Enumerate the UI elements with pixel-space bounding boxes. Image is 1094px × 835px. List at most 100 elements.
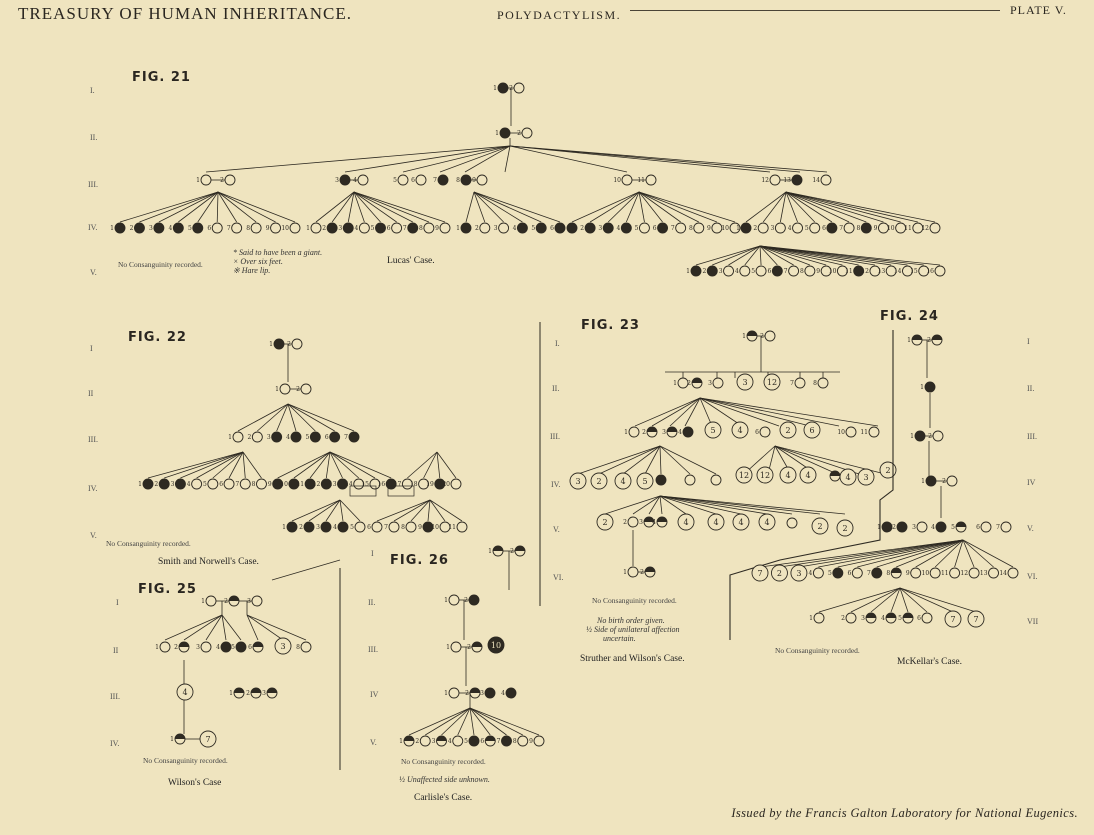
pedigree-line (429, 499, 446, 522)
unaffected-person-symbol: 1 (155, 641, 171, 653)
svg-text:2: 2 (467, 644, 471, 651)
affected-person-symbol: 1 (736, 222, 752, 234)
pedigree-line (212, 451, 244, 479)
svg-text:2: 2 (596, 477, 601, 486)
svg-text:1: 1 (444, 690, 448, 697)
pedigree-line (408, 707, 471, 736)
pedigree-line (469, 707, 475, 736)
svg-text:4: 4 (187, 481, 191, 488)
pedigree-line (774, 445, 838, 475)
unaffected-person-symbol: 14 (999, 567, 1019, 579)
svg-text:5: 5 (635, 225, 639, 232)
affected-person-symbol: 2 (702, 265, 718, 277)
unaffected-person-symbol: 7 (384, 521, 400, 533)
svg-text:8: 8 (246, 225, 250, 232)
affected-person-symbol: 5 (306, 431, 321, 443)
svg-text:6: 6 (550, 225, 554, 232)
pedigree-line (425, 707, 471, 736)
svg-text:12: 12 (313, 481, 321, 488)
fig24-gen-2: II. (1027, 384, 1035, 393)
pedigree-line (695, 245, 761, 266)
half-affected-person-symbol: 6 (480, 735, 496, 747)
affected-person-symbol: 5 (231, 641, 247, 653)
affected-person-symbol: 3 (267, 431, 283, 443)
unaffected-person-symbol: 4 (187, 478, 203, 490)
unaffected-person-symbol: 7 (671, 222, 687, 234)
svg-text:3: 3 (598, 225, 602, 232)
pedigree-line (759, 245, 843, 266)
svg-text:17: 17 (394, 481, 402, 488)
svg-text:1: 1 (201, 598, 205, 605)
fig21-label: FIG. 21 (132, 70, 191, 85)
affected-person-symbol: 5 (464, 735, 480, 747)
pedigree-line (962, 539, 994, 568)
fig23-note-birth-order: No birth order given. (597, 616, 665, 625)
grouped-sibship-symbol: 5 (636, 472, 654, 490)
svg-text:9: 9 (906, 570, 910, 577)
pedigree-line (638, 191, 736, 223)
unaffected-person-symbol: 3 (494, 222, 510, 234)
svg-text:8: 8 (689, 225, 693, 232)
affected-person-symbol: 1 (493, 82, 509, 94)
pedigree-line (638, 191, 663, 223)
pedigree-line (638, 191, 718, 223)
unaffected-person-symbol: 5 (635, 222, 650, 234)
pedigree-line (625, 191, 640, 223)
svg-text:13: 13 (329, 481, 337, 488)
half-affected-person-symbol: 1 (907, 334, 923, 346)
pedigree-line (759, 245, 794, 266)
affected-person-symbol: 7 (344, 431, 360, 443)
svg-text:1: 1 (921, 478, 925, 485)
svg-text:1: 1 (673, 380, 677, 387)
affected-person-symbol: 1 (921, 475, 937, 487)
svg-text:2: 2 (322, 225, 326, 232)
svg-text:5: 5 (393, 177, 397, 184)
svg-text:6: 6 (653, 225, 657, 232)
svg-text:10: 10 (922, 570, 930, 577)
svg-text:9: 9 (418, 524, 422, 531)
unaffected-person-symbol: 11 (860, 426, 880, 438)
fig25-gen-1: I (116, 598, 119, 607)
svg-text:1: 1 (155, 644, 159, 651)
svg-text:19: 19 (426, 481, 434, 488)
fig23-gen-3: III. (550, 432, 560, 441)
svg-text:3: 3 (149, 225, 153, 232)
svg-text:1: 1 (488, 548, 492, 555)
fig21-gen-3: III. (88, 180, 98, 189)
unaffected-person-symbol: 2 (760, 330, 776, 342)
pedigree-line (896, 539, 964, 568)
affected-person-symbol: 1 (282, 521, 298, 533)
unaffected-person-symbol: 6 (207, 222, 223, 234)
affected-person-symbol: 7 (497, 735, 512, 747)
pedigree-line (634, 397, 701, 427)
grouped-sibship-symbol: 7 (967, 610, 985, 628)
svg-text:10: 10 (431, 524, 439, 531)
unaffected-person-symbol: 8 (689, 222, 705, 234)
fig26-note-unaffected: ½ Unaffected side unknown. (399, 775, 490, 784)
svg-text:2: 2 (642, 429, 646, 436)
svg-text:12: 12 (921, 225, 929, 232)
svg-text:2: 2 (927, 337, 931, 344)
fig21-consanguinity: No Consanguinity recorded. (118, 260, 203, 269)
unaffected-person-symbol: 5 (203, 478, 219, 490)
svg-text:1: 1 (229, 690, 233, 697)
svg-text:1: 1 (446, 644, 450, 651)
affected-person-symbol: 5 (828, 567, 844, 579)
svg-text:4: 4 (788, 225, 792, 232)
svg-text:11: 11 (296, 481, 304, 488)
pedigree-line (183, 614, 223, 641)
pedigree-line (329, 451, 360, 479)
fig25-case: Wilson's Case (168, 778, 222, 788)
svg-text:2: 2 (702, 268, 706, 275)
unaffected-person-symbol: 3 (912, 521, 928, 533)
unaffected-person-symbol: 6 (219, 478, 235, 490)
header-rule (630, 10, 1000, 11)
unaffected-person-symbol: 2 (753, 222, 769, 234)
pedigree-line (571, 191, 640, 223)
affected-person-symbol: 2 (322, 222, 338, 234)
pedigree-line (659, 495, 821, 515)
pedigree-line (147, 451, 244, 479)
unaffected-person-symbol: 10 (922, 567, 941, 579)
svg-text:13: 13 (878, 268, 886, 275)
unaffected-person-symbol: 17 (394, 478, 413, 490)
